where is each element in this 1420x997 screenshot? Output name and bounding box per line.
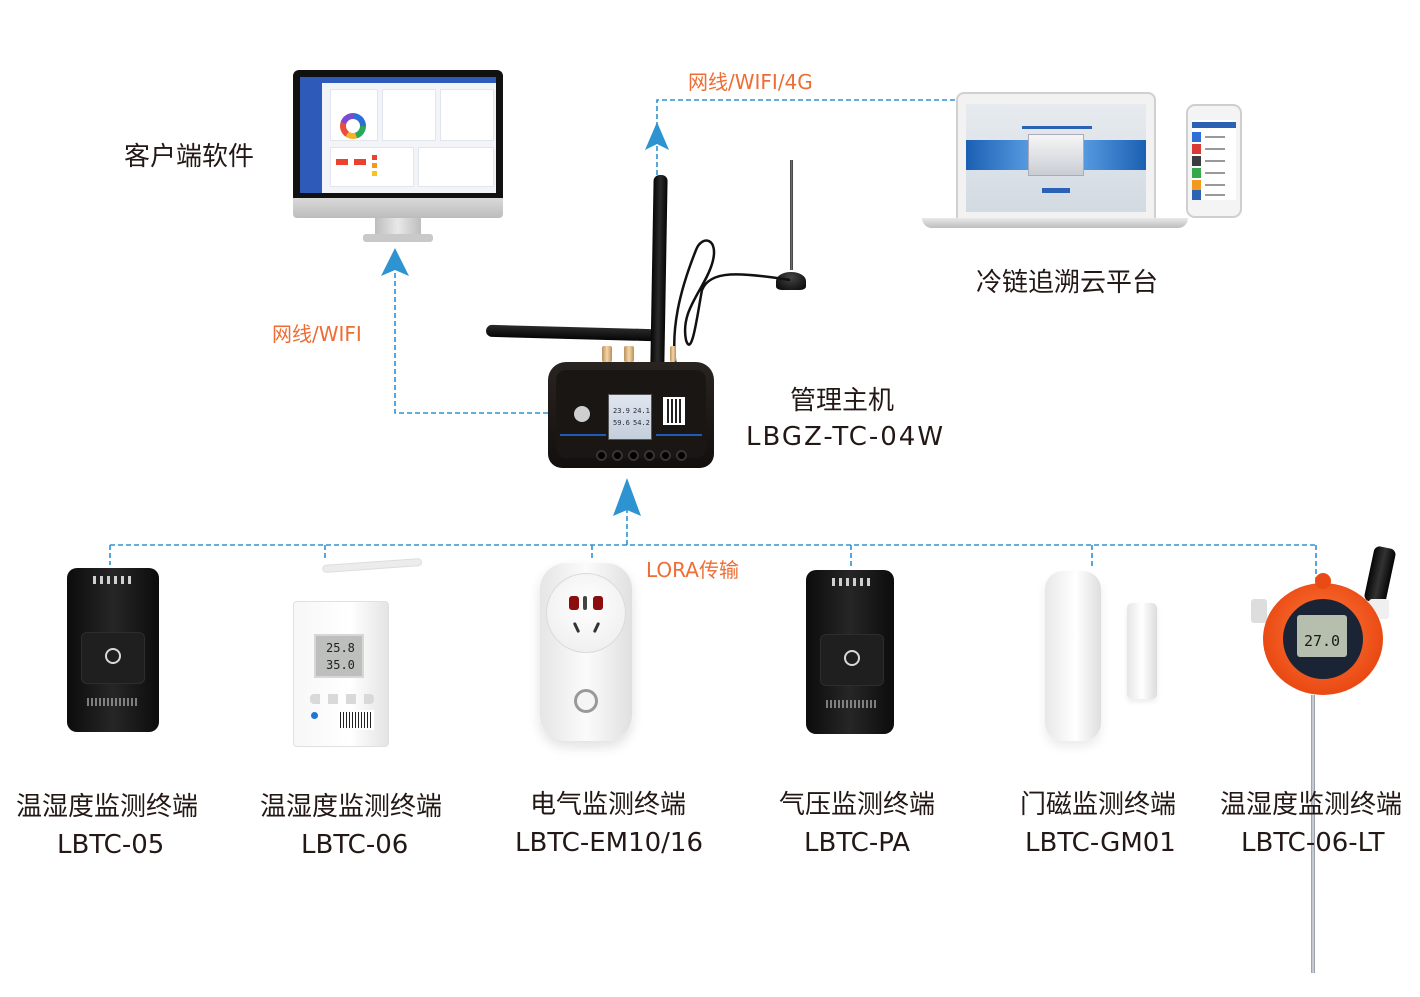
gateway-label: 管理主机 [790,386,895,416]
terminal-4-name: 气压监测终端 [779,790,936,820]
link-label-lora: LORA传输 [646,558,739,582]
donut-chart-icon [340,113,366,139]
socket-switch-icon [574,689,598,713]
sensor-reading: 27.0 [1303,632,1341,650]
client-monitor [293,70,503,245]
cloud-platform-label: 冷链追溯云平台 [976,268,1159,298]
door-magnet-icon [1127,603,1157,699]
terminal-3-device [540,563,632,741]
terminal-1-model: LBTC-05 [57,830,165,860]
terminal-6-device: 27.0 [1251,545,1397,695]
terminal-3-name: 电气监测终端 [530,790,687,820]
arrow-up-gateway [613,478,641,516]
gateway-button [596,450,607,461]
logger-lcd: 25.8 35.0 [314,634,364,678]
terminal-2-model: LBTC-06 [301,830,409,860]
logger-reading-temp: 25.8 [326,641,355,655]
logger-keys [310,694,374,704]
gateway-reading-4: 54.2 [633,419,650,427]
terminal-5-name: 门磁监测终端 [1020,790,1177,820]
terminal-5-device [1045,571,1101,741]
barcode-icon [338,710,374,730]
terminal-2-name: 温湿度监测终端 [260,792,443,822]
link-gateway-client [394,272,548,414]
link-gateway-cloud [656,99,955,175]
gateway-button [644,450,655,461]
client-software-label: 客户端软件 [124,142,255,172]
monitor-bezel [293,70,503,198]
terminal-1-device [67,568,159,732]
login-box-icon [1028,134,1084,176]
brand-logo-icon [826,700,878,708]
power-button-icon [844,650,860,666]
wifi-antenna-icon [485,324,657,342]
terminal-5-model: LBTC-GM01 [1025,828,1176,858]
sensor-lcd: 27.0 [1297,615,1347,657]
gateway-lcd: 23.9 24.1 59.6 54.2 [608,394,652,440]
arrow-up-client [381,248,409,276]
link-label-client: 网线/WIFI [272,322,362,346]
phone-screen [1192,120,1236,200]
sma-connector-icon [624,346,634,362]
monitor-screen [300,77,496,193]
brand-logo-icon [574,406,590,422]
terminal-4-model: LBTC-PA [804,828,911,858]
gateway-button [676,450,687,461]
gateway-button [628,450,639,461]
antenna-cable-icon [673,239,791,369]
antenna-icon [322,558,423,573]
gateway-device: 23.9 24.1 59.6 54.2 [548,362,714,468]
4g-antenna-icon [790,160,793,270]
cloud-phone [1186,104,1242,218]
terminal-2-device: 25.8 35.0 [293,558,423,747]
qr-code-icon [663,397,685,425]
status-led-icon [311,712,318,719]
magnetic-antenna-base-icon [776,272,806,290]
gateway-reading-2: 24.1 [633,407,650,415]
terminal-3-model: LBTC-EM10/16 [515,828,704,858]
terminal-1-name: 温湿度监测终端 [16,792,199,822]
logger-reading-humidity: 35.0 [326,658,355,672]
terminal-6-name: 温湿度监测终端 [1220,790,1403,820]
outlet-face-icon [546,573,626,653]
sma-connector-icon [602,346,612,362]
terminal-6-model: LBTC-06-LT [1241,828,1385,858]
temperature-probe-icon [1311,695,1315,973]
gateway-button [612,450,623,461]
brand-logo-icon [87,698,139,706]
antenna-icon [1363,545,1397,605]
power-button-icon [105,648,121,664]
terminal-4-device [806,570,894,734]
cloud-laptop [922,92,1188,232]
arrow-up-cloud [645,122,669,150]
laptop-screen [966,104,1146,212]
link-label-cloud: 网线/WIFI/4G [688,70,813,94]
gateway-button [660,450,671,461]
gateway-reading-3: 59.6 [613,419,630,427]
gateway-reading-1: 23.9 [613,407,630,415]
gateway-model: LBGZ-TC-04W [746,422,946,452]
sma-connector-icon [670,346,676,362]
